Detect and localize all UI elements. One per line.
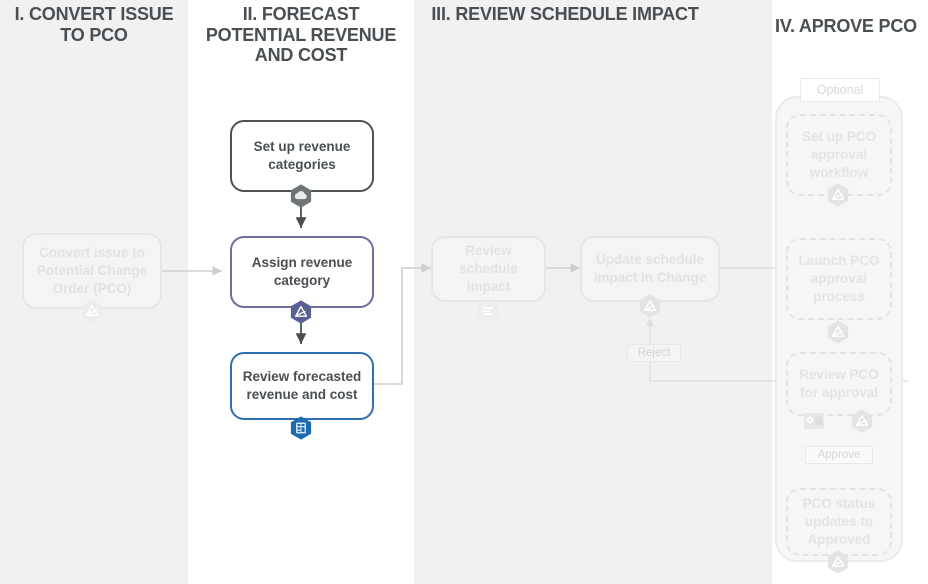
procore-icon: [825, 549, 851, 575]
optional-group-label: Optional: [800, 78, 880, 102]
node-launch-pco-approval-process[interactable]: Launch PCO approval process: [786, 238, 892, 320]
procore-icon: [288, 299, 314, 325]
procore-icon: [79, 298, 105, 324]
procore-icon: [849, 408, 875, 434]
node-update-schedule-impact-in-change[interactable]: Update schedule impact in Change: [580, 236, 720, 302]
phase-heading-2: II. FORECAST POTENTIAL REVENUE AND COST: [205, 4, 397, 66]
node-label: Update schedule impact in Change: [593, 252, 707, 285]
node-review-pco-for-approval[interactable]: Review PCO for approval: [786, 352, 892, 416]
node-label: Review schedule impact: [459, 243, 518, 294]
phase-heading-1: I. CONVERT ISSUE TO PCO: [14, 4, 174, 45]
node-label: Set up PCO approval workflow: [801, 129, 877, 180]
edge-label-reject: Reject: [627, 344, 681, 362]
phase-heading-4: IV. APROVE PCO: [775, 16, 917, 36]
node-convert-issue-to-pco[interactable]: Convert issue to Potential Change Order …: [22, 233, 162, 309]
node-label: Review forecasted revenue and cost: [242, 369, 362, 402]
node-set-up-pco-approval-workflow[interactable]: Set up PCO approval workflow: [786, 114, 892, 196]
calculator-icon: [288, 415, 314, 441]
edge-review-forecast-to-review-schedule: [373, 263, 431, 385]
cloud-icon: [288, 183, 314, 209]
procore-icon: [825, 319, 851, 345]
schedule-icon: [475, 298, 501, 324]
phase-heading-3: III. REVIEW SCHEDULE IMPACT: [431, 4, 699, 24]
node-pco-status-updates-to-approved[interactable]: PCO status updates to Approved: [786, 488, 892, 556]
node-review-forecasted-revenue-and-cost[interactable]: Review forecasted revenue and cost: [230, 352, 374, 420]
node-set-up-revenue-categories[interactable]: Set up revenue categories: [230, 120, 374, 192]
node-label: PCO status updates to Approved: [802, 496, 876, 547]
node-label: Launch PCO approval process: [798, 253, 880, 304]
edge-label-approve: Approve: [805, 446, 873, 464]
node-review-schedule-impact[interactable]: Review schedule impact: [431, 236, 546, 302]
node-label: Review PCO for approval: [799, 367, 879, 400]
node-label: Assign revenue category: [251, 255, 353, 288]
node-label: Convert issue to Potential Change Order …: [36, 245, 148, 296]
mail-icon: [802, 409, 826, 433]
node-label: Set up revenue categories: [253, 139, 351, 172]
procore-icon: [825, 182, 851, 208]
node-assign-revenue-category[interactable]: Assign revenue category: [230, 236, 374, 308]
procore-icon: [637, 293, 663, 319]
